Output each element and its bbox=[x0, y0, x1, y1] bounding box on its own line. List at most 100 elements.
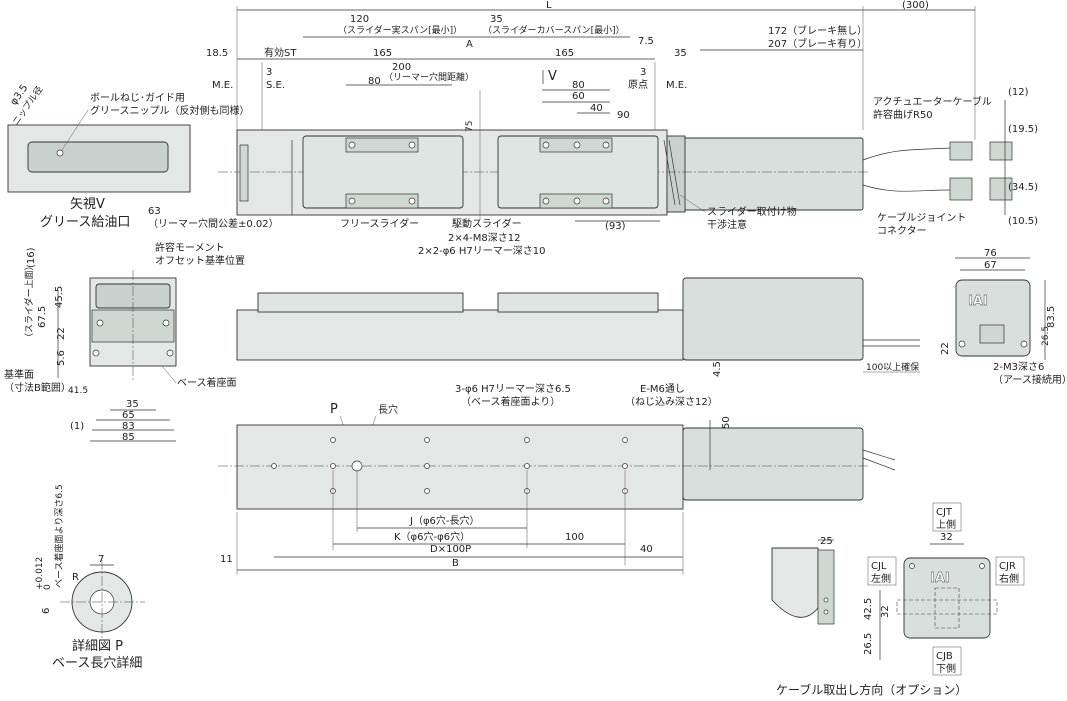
dim-200: 200 bbox=[392, 62, 411, 73]
cable-option-title: ケーブル取出し方向（オプション） bbox=[776, 682, 967, 697]
detail-p-title: 詳細図 P bbox=[72, 638, 123, 654]
cable-option-side-plate bbox=[817, 549, 835, 625]
cjt-label: CJT bbox=[936, 507, 953, 518]
dim-40: 40 bbox=[590, 103, 603, 114]
view-v-subtitle: グリース給油口 bbox=[40, 215, 130, 230]
cable-joint-lower bbox=[949, 177, 973, 201]
cable-joint-label: ケーブルジョイント bbox=[877, 211, 966, 224]
origin-label: 原点 bbox=[628, 79, 648, 91]
reamer-holes-note: （ベース着座面より） bbox=[461, 395, 560, 408]
slot-label: 長穴 bbox=[378, 403, 398, 416]
cable-option-connector bbox=[934, 587, 960, 629]
dim-80-left: 80 bbox=[368, 76, 381, 87]
cable-lower bbox=[862, 184, 951, 192]
m8-callout: 2×4-M8深さ12 bbox=[448, 232, 520, 244]
dim-32-side: 32 bbox=[880, 605, 891, 618]
depth-note: ベース着座面より深さ6.5 bbox=[53, 484, 65, 588]
cjl-position: 左側 bbox=[871, 572, 891, 585]
dim-d: D×100P bbox=[430, 544, 471, 555]
em6-label: E-M6通し bbox=[640, 383, 685, 395]
cable-option-side-body bbox=[771, 547, 819, 618]
tolerance-upper: +0.012 bbox=[35, 557, 45, 590]
cjb-position: 下側 bbox=[936, 662, 956, 675]
moment-label: 許容モーメント bbox=[155, 241, 225, 254]
detail-p-subtitle: ベース長穴詳細 bbox=[52, 655, 142, 671]
ball-screw-label: ボールねじ･ガイド用 bbox=[90, 92, 185, 104]
detail-p: 7 R 6 +0.012 0 ベース着座面より深さ6.5 詳細図 P ベース長穴… bbox=[35, 484, 145, 671]
view-v-slot bbox=[27, 141, 169, 173]
reamer-holes-label: 3-φ6 H7リーマー深さ6.5 bbox=[455, 383, 571, 395]
dim-26-5: 26.5 bbox=[863, 633, 874, 655]
dim-63-note: （リーマー穴間公差±0.02） bbox=[148, 217, 279, 230]
cable-option-logo: IAI bbox=[930, 571, 950, 586]
dim-6: 6 bbox=[41, 608, 52, 614]
interference-label: 干渉注意 bbox=[707, 218, 747, 231]
me-left: M.E. bbox=[212, 80, 233, 91]
reamer-callout: 2×2-φ6 H7リーマー深さ10 bbox=[418, 245, 545, 257]
dim-j: J（φ6穴-長穴） bbox=[409, 514, 480, 527]
cable-upper bbox=[862, 147, 951, 161]
em6-note: （ねじ込み深さ12） bbox=[625, 396, 718, 408]
cjb-label: CJB bbox=[936, 651, 953, 662]
dim-172: 172（ブレーキ無し） bbox=[768, 24, 867, 37]
dim-34-5: (34.5) bbox=[1008, 182, 1038, 193]
dim-50: 50 bbox=[721, 416, 732, 429]
ref-range: （寸法B範囲） bbox=[4, 381, 71, 394]
dim-75: 75 bbox=[465, 121, 475, 132]
dim-22: 22 bbox=[56, 327, 67, 340]
dim-19-5: (19.5) bbox=[1008, 124, 1038, 135]
cable-option-view: 25 IAI 32 CJT 上側 CJL 左側 CJR 右側 CJB 下側 42… bbox=[771, 502, 1025, 697]
base-face-label: ベース着座面 bbox=[177, 376, 237, 389]
slider-top-label: （スライダー上面） bbox=[23, 261, 35, 342]
offset-label: オフセット基準位置 bbox=[155, 254, 245, 267]
cjt-box bbox=[932, 502, 962, 532]
view-v-title: 矢視V bbox=[70, 197, 105, 212]
dim-42-5: 42.5 bbox=[863, 598, 874, 620]
dim-4-5: 4.5 bbox=[712, 361, 723, 377]
connector-upper bbox=[989, 141, 1013, 161]
bottom-motor bbox=[682, 427, 864, 501]
dim-5-6: 5.6 bbox=[56, 350, 67, 366]
view-v-marker: V bbox=[548, 69, 557, 84]
dim-100: 100 bbox=[565, 532, 584, 543]
free-slider-plate-bottom bbox=[345, 193, 419, 209]
motor-housing-top bbox=[682, 137, 864, 211]
dim-35b: 35 bbox=[674, 48, 687, 59]
cable-option-front-body bbox=[903, 557, 991, 639]
dim-45-5: 45.5 bbox=[54, 286, 65, 308]
me-right: M.E. bbox=[666, 80, 687, 91]
cjr-box bbox=[995, 556, 1025, 586]
slider-attach-label: スライダー取付け物 bbox=[707, 205, 797, 218]
dim-eff-st: 有効ST bbox=[264, 46, 297, 59]
dim-40-bottom: 40 bbox=[640, 544, 653, 555]
cable-option-lr-outline bbox=[896, 599, 998, 615]
dim-165-right: 165 bbox=[555, 48, 574, 59]
cjl-box bbox=[867, 556, 897, 586]
dim-25: 25 bbox=[820, 536, 833, 547]
side-drive-slider bbox=[497, 292, 659, 313]
dim-k: K（φ6穴-φ6穴） bbox=[394, 530, 470, 543]
cjl-label: CJL bbox=[871, 561, 887, 572]
cjt-position: 上側 bbox=[936, 518, 956, 531]
drive-slider-label: 駆動スライダー bbox=[452, 217, 522, 230]
motor-end-logo: IAI bbox=[968, 294, 988, 309]
connector-label: コネクター bbox=[877, 225, 927, 237]
cjb-box bbox=[932, 646, 962, 676]
dim-22-motor: 22 bbox=[940, 342, 951, 355]
tolerance-lower: 0 bbox=[43, 584, 53, 590]
dim-63: 63 bbox=[148, 206, 161, 217]
dim-93: (93) bbox=[605, 221, 626, 232]
dim-26-5-motor: 26.5 bbox=[1041, 326, 1051, 346]
dim-l: L bbox=[546, 0, 552, 11]
cable-length-label: 100以上確保 bbox=[866, 361, 919, 373]
connector-lower bbox=[989, 177, 1013, 201]
side-base bbox=[236, 309, 684, 361]
dim-83-5: 83.5 bbox=[1046, 306, 1057, 328]
dim-18-5: 18.5 bbox=[206, 48, 228, 59]
end-view: (16) 許容モーメント オフセット基準位置 67.5 （スライダー上面） 45… bbox=[4, 241, 245, 443]
dim-35: 35 bbox=[490, 14, 503, 25]
ref-face: 基準面 bbox=[4, 368, 34, 381]
dim-3-right: 3 bbox=[640, 67, 646, 78]
view-v-detail: φ3.5 ニップル径 ボールねじ･ガイド用 グリースニップル（反対側も同様） 矢… bbox=[7, 83, 250, 230]
